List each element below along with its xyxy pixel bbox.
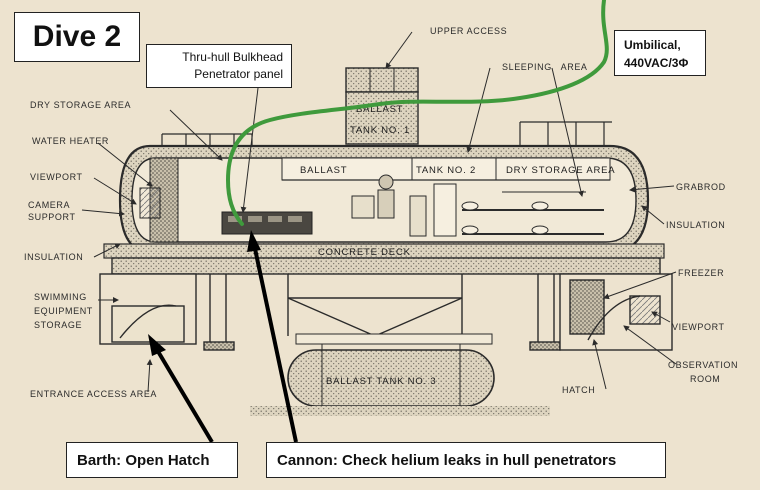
label-viewport-right: VIEWPORT xyxy=(672,322,725,332)
label-swimming-2: EQUIPMENT xyxy=(34,306,93,316)
label-tank-no-2: TANK NO. 2 xyxy=(416,165,476,176)
barth-callout: Barth: Open Hatch xyxy=(66,442,238,478)
grabrod-rails xyxy=(161,121,612,146)
umbilical-callout-line2: 440VAC/3Φ xyxy=(624,56,689,70)
label-dry-storage-area: DRY STORAGE AREA xyxy=(506,165,615,176)
barth-callout-text: Barth: Open Hatch xyxy=(77,451,210,469)
interior-labels: BALLAST TANK NO. 1 BALLAST TANK NO. 2 DR… xyxy=(300,104,615,387)
label-hatch: HATCH xyxy=(562,385,595,395)
leader-lines xyxy=(81,31,677,393)
label-swimming-3: STORAGE xyxy=(34,320,82,330)
label-dry-storage-left: DRY STORAGE AREA xyxy=(30,100,131,110)
umbilical-callout-line1: Umbilical, xyxy=(624,38,681,52)
label-entrance-access: ENTRANCE ACCESS AREA xyxy=(30,389,157,399)
umbilical-callout: Umbilical, 440VAC/3Φ xyxy=(614,30,706,76)
support-frame xyxy=(99,257,673,351)
umbilical-cable xyxy=(225,0,609,226)
label-insulation-right: INSULATION xyxy=(666,220,725,230)
label-observation-1: OBSERVATION xyxy=(668,360,738,370)
pointer-arrows xyxy=(148,230,298,444)
label-grabrod: GRABROD xyxy=(676,182,726,192)
label-ballast-mid: BALLAST xyxy=(300,165,347,176)
arrowhead-hatch xyxy=(148,334,166,356)
label-water-heater: WATER HEATER xyxy=(32,136,109,146)
diagram-labels: UPPER ACCESS SLEEPING AREA DRY STORAGE A… xyxy=(24,26,738,399)
label-sleeping-area: SLEEPING AREA xyxy=(502,62,588,72)
page-title: Dive 2 xyxy=(32,20,122,53)
label-freezer: FREEZER xyxy=(678,268,724,278)
penetrator-callout-line2: Penetrator panel xyxy=(194,67,283,81)
label-insulation-left: INSULATION xyxy=(24,252,83,262)
label-swimming-1: SWIMMING xyxy=(34,292,87,302)
arrowhead-penetrator xyxy=(247,230,261,252)
label-tank-no-1: TANK NO. 1 xyxy=(350,125,410,136)
label-camera-support-2: SUPPORT xyxy=(28,212,76,222)
label-concrete-deck: CONCRETE DECK xyxy=(318,247,411,258)
penetrator-panel-callout: Thru-hull Bulkhead Penetrator panel xyxy=(146,44,292,88)
cannon-callout-text: Cannon: Check helium leaks in hull penet… xyxy=(277,451,617,469)
label-ballast-tank-3: BALLAST TANK NO. 3 xyxy=(326,376,437,387)
title-box: Dive 2 xyxy=(14,12,140,62)
penetrator-callout-line1: Thru-hull Bulkhead xyxy=(182,50,283,64)
label-observation-2: ROOM xyxy=(690,374,720,384)
label-viewport-left: VIEWPORT xyxy=(30,172,83,182)
ballast-tank-3 xyxy=(250,333,550,416)
label-upper-access: UPPER ACCESS xyxy=(430,26,507,36)
habitat-hull xyxy=(118,144,650,254)
cannon-callout: Cannon: Check helium leaks in hull penet… xyxy=(266,442,666,478)
label-camera-support-1: CAMERA xyxy=(28,200,70,210)
label-ballast-top: BALLAST xyxy=(356,104,403,115)
